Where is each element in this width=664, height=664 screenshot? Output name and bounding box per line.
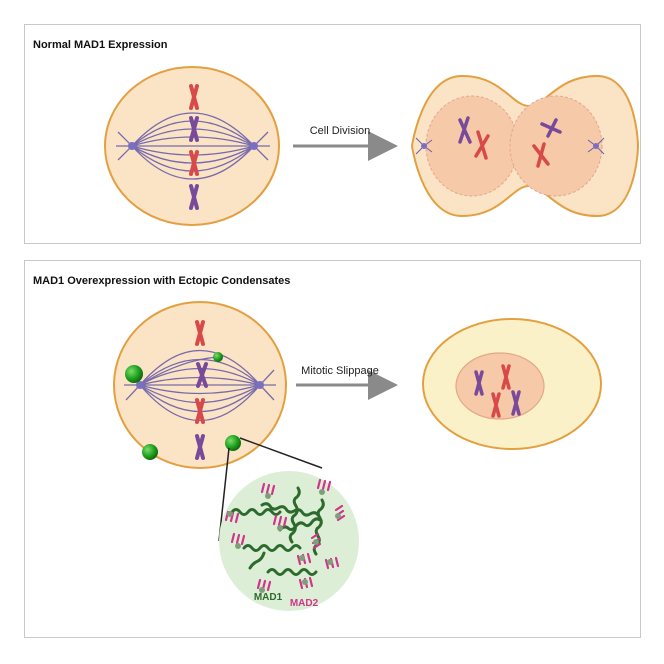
condensate-droplet	[142, 444, 158, 460]
centrosome-right	[256, 381, 264, 389]
mad2-label: MAD2	[290, 598, 319, 609]
nucleus	[455, 352, 545, 420]
mad1-heads	[227, 489, 341, 593]
condensate-droplet	[125, 365, 143, 383]
centrosome-left	[136, 381, 144, 389]
zoom-lines	[218, 437, 323, 542]
mitotic-slippage-arrow: Mitotic Slippage	[296, 365, 398, 400]
condensate-droplet	[225, 435, 241, 451]
mitotic-cell-overexpression	[113, 301, 287, 469]
condensate-inset: MAD1 MAD2	[219, 471, 359, 611]
centrosome-left	[128, 142, 136, 150]
misaligned-chromosome	[196, 362, 208, 388]
centrosome-right	[250, 142, 258, 150]
metaphase-chromosomes	[189, 84, 199, 210]
condensate-droplet	[213, 352, 223, 362]
cell-division-arrow: Cell Division	[293, 125, 398, 161]
mad1-label: MAD1	[254, 592, 283, 603]
slippage-cell	[422, 318, 602, 450]
daughter-chromosomes	[458, 116, 562, 168]
metaphase-chromosomes	[195, 320, 208, 460]
daughter-nucleus-right	[509, 95, 603, 197]
daughter-centrosomes	[415, 137, 605, 155]
panel-title: MAD1 Overexpression with Ectopic Condens…	[33, 275, 291, 287]
nucleus-chromosomes	[474, 364, 521, 418]
dividing-cell	[410, 74, 640, 218]
arrow-label: Mitotic Slippage	[301, 365, 379, 377]
mitotic-cell-normal	[104, 66, 280, 226]
panel-title: Normal MAD1 Expression	[33, 39, 168, 51]
arrow-label: Cell Division	[310, 125, 371, 137]
daughter-nucleus-left	[425, 95, 519, 197]
mad1-coils	[230, 486, 325, 576]
